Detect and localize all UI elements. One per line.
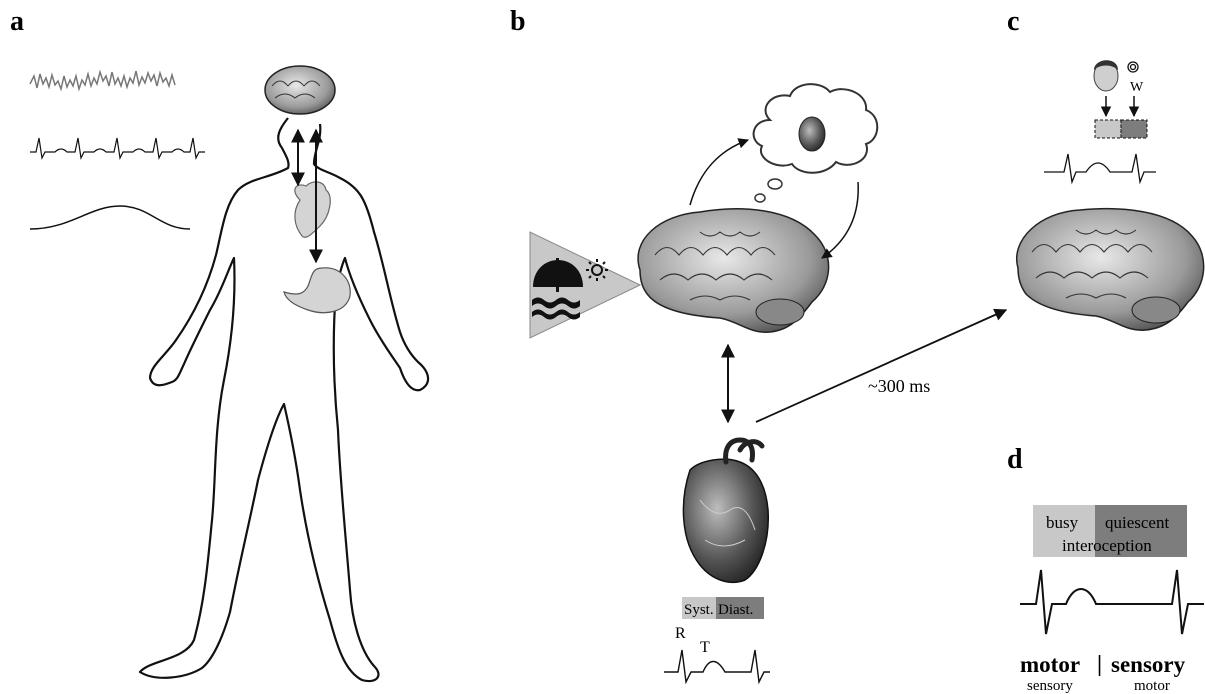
ecg-trace-b <box>664 650 770 682</box>
t-wave-label: T <box>700 639 710 656</box>
c-dark-box <box>1121 120 1147 138</box>
busy-label: busy <box>1046 513 1079 532</box>
motor-label-small: motor <box>1134 678 1170 694</box>
systole-label: Syst. <box>684 602 714 618</box>
ecg-trace-small <box>30 138 205 158</box>
latency-label: ~300 ms <box>868 376 930 396</box>
arrow-cloud-to-brain <box>822 182 858 258</box>
panel-label-d: d <box>1007 444 1023 475</box>
brain-icon-center <box>638 209 829 332</box>
interoception-label: interoception <box>1062 536 1152 555</box>
panel-label-a: a <box>10 6 24 37</box>
w-marker-label: W <box>1130 80 1144 95</box>
quiescent-label: quiescent <box>1105 513 1169 532</box>
stomach-icon <box>284 268 350 313</box>
r-peak-label: R <box>675 625 686 642</box>
sensory-label-small: sensory <box>1027 678 1073 694</box>
separator-label: | <box>1097 651 1102 676</box>
sensory-label-big: sensory <box>1111 652 1186 677</box>
diastole-label: Diast. <box>718 602 753 618</box>
target-icon <box>1128 62 1138 72</box>
c-light-box <box>1095 120 1121 138</box>
brain-icon-c <box>1017 209 1204 331</box>
brain-icon <box>265 66 335 114</box>
motor-label-big: motor <box>1020 652 1080 677</box>
eeg-trace <box>30 71 175 89</box>
panel-label-b: b <box>510 6 526 37</box>
arrow-brain-to-cloud <box>690 140 748 205</box>
panel-label-c: c <box>1007 6 1019 37</box>
heart-icon-anatomical <box>683 440 768 582</box>
gastric-trace <box>30 206 190 229</box>
heart-icon <box>295 182 330 237</box>
ecg-trace-c <box>1044 154 1156 182</box>
face-icon <box>1094 60 1118 91</box>
ecg-trace-d <box>1020 570 1204 634</box>
human-body-outline <box>140 118 428 681</box>
arrow-to-panel-c <box>756 310 1006 422</box>
